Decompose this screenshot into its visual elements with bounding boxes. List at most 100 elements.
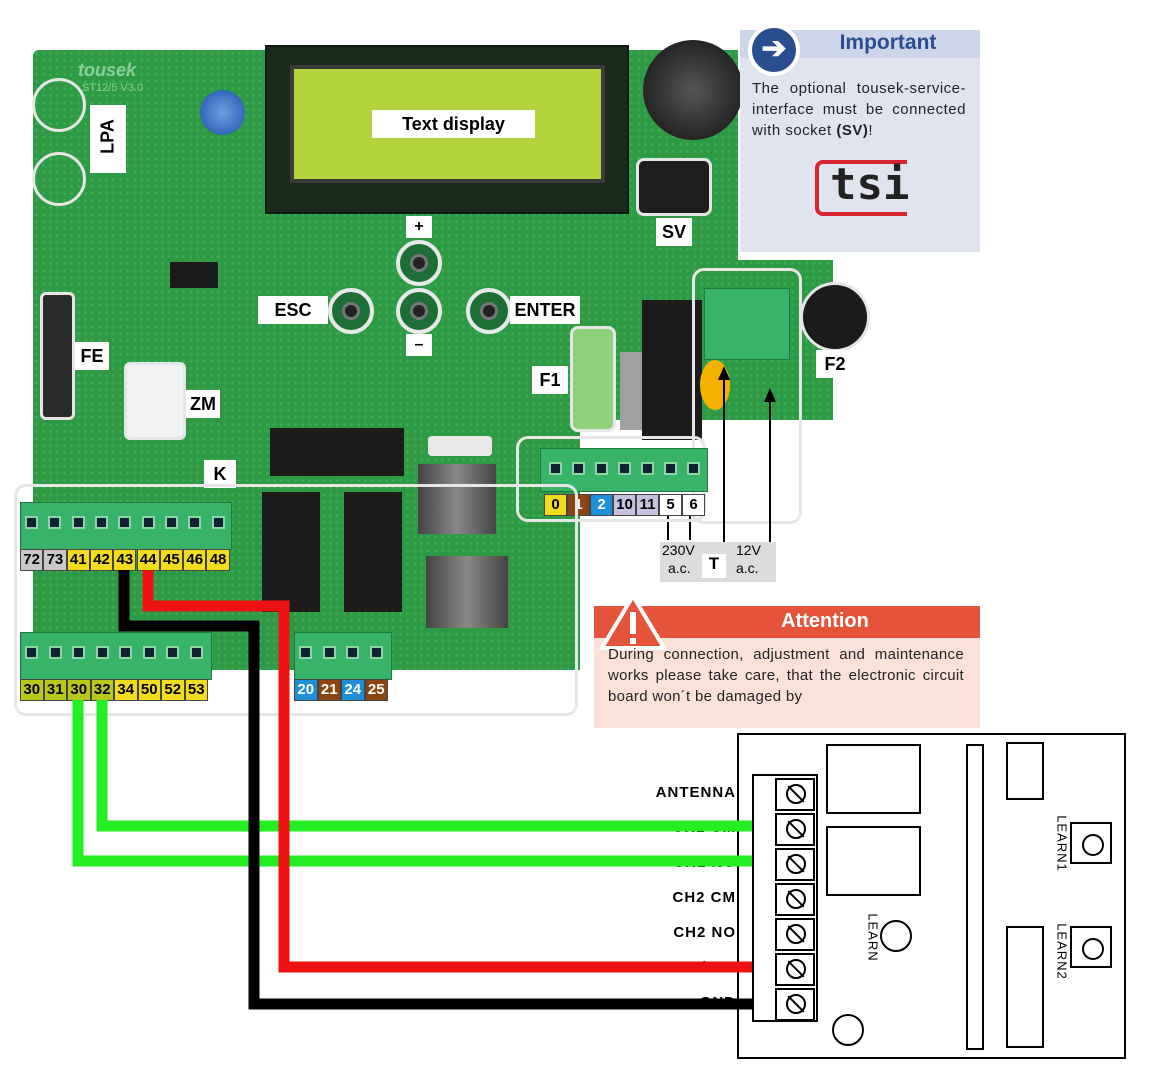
terminal-screw[interactable] <box>25 646 39 659</box>
bottom-mid-terminal-block <box>294 632 392 680</box>
terminal-53: 53 <box>184 679 208 701</box>
screw-head-icon <box>786 994 806 1014</box>
receiver-screw[interactable] <box>775 953 815 986</box>
terminal-21: 21 <box>317 679 341 701</box>
terminal-screw[interactable] <box>118 516 132 529</box>
sv-socket <box>636 158 712 216</box>
enter-button[interactable] <box>466 288 512 334</box>
terminal-10: 10 <box>613 494 636 516</box>
receiver-label-ch2-cm: CH2 CM <box>672 889 736 906</box>
terminal-screw[interactable] <box>299 646 313 659</box>
terminal-screw[interactable] <box>188 516 202 529</box>
tsi-logo-text: tsi <box>830 159 910 210</box>
board-model: ST12/5 V3.0 <box>82 82 144 94</box>
terminal-screw[interactable] <box>72 646 86 659</box>
receiver-screw[interactable] <box>775 918 815 951</box>
blue-capacitor <box>200 90 245 135</box>
receiver-screw[interactable] <box>775 778 815 811</box>
plus-button[interactable] <box>396 240 442 286</box>
terminal-screw[interactable] <box>687 462 700 475</box>
sv-label: SV <box>656 218 692 246</box>
esc-button[interactable] <box>328 288 374 334</box>
learn-led[interactable] <box>880 920 912 952</box>
terminal-11: 11 <box>636 494 659 516</box>
terminal-screw[interactable] <box>141 516 155 529</box>
terminal-screw[interactable] <box>25 516 39 529</box>
terminal-screw[interactable] <box>369 646 383 659</box>
esc-button-cap <box>342 302 360 320</box>
relay-2 <box>344 492 402 612</box>
terminal-24: 24 <box>341 679 365 701</box>
terminal-2: 2 <box>590 494 613 516</box>
relay-1 <box>262 492 320 612</box>
important-title: Important <box>839 31 937 54</box>
screw-head-icon <box>786 819 806 839</box>
terminal-screw[interactable] <box>48 516 62 529</box>
learn2-button[interactable] <box>1070 926 1112 968</box>
heatsink-1 <box>418 464 496 534</box>
terminal-screw[interactable] <box>595 462 608 475</box>
receiver-antenna-bar <box>966 744 984 1050</box>
receiver-screw[interactable] <box>775 988 815 1021</box>
terminal-screw[interactable] <box>664 462 677 475</box>
terminal-screw[interactable] <box>95 516 109 529</box>
terminal-screw[interactable] <box>211 516 225 529</box>
transformer-outline <box>692 268 802 524</box>
learn1-button[interactable] <box>1070 822 1112 864</box>
terminal-screw[interactable] <box>346 646 360 659</box>
screw-head-icon <box>786 784 806 804</box>
attention-title: Attention <box>781 610 869 632</box>
terminal-screw[interactable] <box>48 646 62 659</box>
terminal-screw[interactable] <box>189 646 203 659</box>
plus-button-cap <box>410 254 428 272</box>
minus-button[interactable] <box>396 288 442 334</box>
terminal-screw[interactable] <box>71 516 85 529</box>
f1-fuse <box>570 326 616 432</box>
important-text-end: ! <box>868 122 874 139</box>
zm-connector <box>124 362 186 440</box>
terminal-30: 30 <box>67 679 91 701</box>
fuse-grey-m <box>620 352 642 430</box>
receiver-screw[interactable] <box>775 883 815 916</box>
warning-triangle-icon <box>598 592 668 650</box>
receiver-screw[interactable] <box>775 848 815 881</box>
important-text-main: The optional tousek-service-interface mu… <box>752 80 966 139</box>
lpa-label-box <box>90 105 126 173</box>
terminal-screw[interactable] <box>119 646 133 659</box>
receiver-relay-2 <box>826 826 921 896</box>
ic-chip <box>170 262 218 288</box>
wire-12-24v <box>142 570 752 973</box>
terminal-screw[interactable] <box>95 646 109 659</box>
enter-button-cap <box>480 302 498 320</box>
learn2-button-dot <box>1082 938 1104 960</box>
terminal-5: 5 <box>659 494 682 516</box>
transformer-12v: 12V <box>736 542 761 558</box>
terminal-screw[interactable] <box>164 516 178 529</box>
screw-head-icon <box>786 924 806 944</box>
terminal-48: 48 <box>206 549 230 571</box>
board-brand: tousek <box>78 60 137 80</box>
learn1-button-dot <box>1082 834 1104 856</box>
transformer-ac-2: a.c. <box>736 560 759 576</box>
terminal-73: 73 <box>43 549 67 571</box>
transformer-230v: 230V <box>662 542 695 558</box>
terminal-46: 46 <box>183 549 207 571</box>
terminal-34: 34 <box>114 679 138 701</box>
terminal-screw[interactable] <box>641 462 654 475</box>
receiver-terminal-strip <box>752 774 818 1022</box>
terminal-screw[interactable] <box>572 462 585 475</box>
terminal-screw[interactable] <box>322 646 336 659</box>
screw-head-icon <box>786 959 806 979</box>
terminal-52: 52 <box>161 679 185 701</box>
terminal-screw[interactable] <box>142 646 156 659</box>
terminal-screw[interactable] <box>166 646 180 659</box>
fe-connector <box>40 292 75 420</box>
terminal-6: 6 <box>682 494 705 516</box>
lpa-ring-2 <box>32 152 86 206</box>
terminal-screw[interactable] <box>549 462 562 475</box>
fe-label: FE <box>75 342 109 370</box>
terminal-screw[interactable] <box>618 462 631 475</box>
receiver-label-ch2-no: CH2 NO <box>673 924 736 941</box>
receiver-screw[interactable] <box>775 813 815 846</box>
receiver-component-2 <box>1006 926 1044 1048</box>
